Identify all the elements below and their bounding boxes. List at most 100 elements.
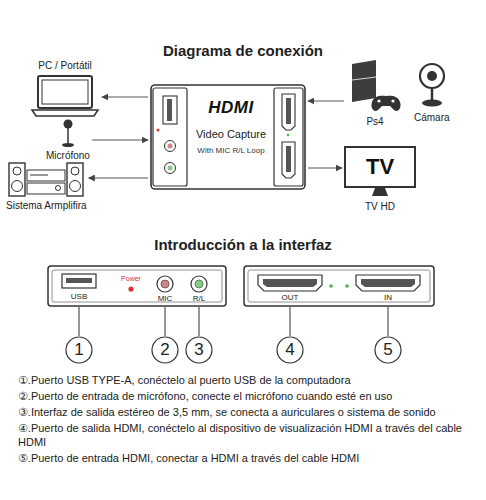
capture-device-body-part xyxy=(282,142,295,178)
capture-device-body-part xyxy=(282,94,295,130)
amp-icon xyxy=(8,160,84,198)
callout-circles xyxy=(66,337,401,363)
connector-arrow xyxy=(102,97,148,98)
capture-device-body-part xyxy=(286,98,291,124)
connector-arrow xyxy=(308,168,342,169)
callout-number: 1 xyxy=(74,340,83,360)
usb-tongue xyxy=(66,278,92,283)
led-label: Power xyxy=(121,275,141,283)
tv-stand-part xyxy=(372,188,388,196)
ps4-icon-part xyxy=(377,99,380,102)
callout-number: 2 xyxy=(160,340,169,360)
capture-device-body-part xyxy=(151,85,305,189)
port-label: USB xyxy=(71,292,87,302)
amp-icon-part xyxy=(71,167,79,175)
device-label: PC / Portátil xyxy=(38,60,91,72)
node-box: HDMIVideo CaptureWith MIC R/L Loop xyxy=(150,84,306,190)
amp-icon-part xyxy=(27,170,65,181)
callout-circle xyxy=(186,337,212,363)
amp-icon-part xyxy=(56,186,61,191)
node-box: Cámara xyxy=(414,62,450,126)
callout-number: 4 xyxy=(285,340,294,360)
ps4-icon-part xyxy=(391,99,394,102)
laptop-icon-part xyxy=(32,110,98,116)
port-label: MIC xyxy=(158,294,173,304)
leader-line xyxy=(165,307,166,336)
capture-device-body-part xyxy=(153,88,187,186)
camera-icon-part xyxy=(431,88,434,100)
hdmi-in-tongue xyxy=(361,279,415,287)
hdmi-out-port xyxy=(258,275,322,291)
device-label: Cámara xyxy=(414,112,450,124)
capture-device-body-part xyxy=(165,141,176,152)
usb-port xyxy=(62,274,96,288)
mic-icon xyxy=(59,118,77,148)
callout-circle xyxy=(375,337,401,363)
ps4-icon xyxy=(346,58,404,114)
device-title: Video Capture xyxy=(196,128,266,141)
connector-arrow xyxy=(308,101,344,102)
port-label: R/L xyxy=(193,294,205,304)
tv-screen: TV xyxy=(344,146,416,188)
amp-icon-part xyxy=(70,181,81,192)
capture-device-body-part xyxy=(165,163,176,174)
node-box: Micrófono xyxy=(46,118,90,164)
callout-number: 3 xyxy=(194,340,203,360)
ps4-icon-part xyxy=(352,77,376,80)
description-text: ⑤.Puerto de entrada HDMI, conectar a HDM… xyxy=(18,451,470,466)
camera-icon xyxy=(416,62,448,110)
mic-icon-part xyxy=(62,143,74,147)
rl-jack xyxy=(191,276,207,292)
capture-device-body-part xyxy=(287,134,290,137)
port-label: IN xyxy=(384,293,392,303)
callout-circle xyxy=(152,337,178,363)
amp-icon-part xyxy=(13,167,21,175)
capture-device-body-part xyxy=(274,88,303,186)
leader-line xyxy=(388,307,389,336)
mic-icon-part xyxy=(63,120,72,129)
leader-line xyxy=(79,307,80,336)
description-text: ③.Interfaz de salida estéreo de 3,5 mm, … xyxy=(18,405,470,420)
mic-jack xyxy=(157,276,173,292)
capture-device-body-part xyxy=(167,99,172,121)
leader-line xyxy=(290,307,291,336)
amp-icon-part xyxy=(12,181,23,192)
laptop-icon-part xyxy=(42,80,88,104)
leader-line xyxy=(199,307,200,336)
panel-outline xyxy=(48,266,226,306)
section-title: Introducción a la interfaz xyxy=(154,236,332,254)
amp-icon-part xyxy=(67,163,83,196)
tv-stand xyxy=(344,188,416,198)
device-label: TV HD xyxy=(365,201,395,213)
leader-lines xyxy=(79,307,388,336)
device-label: Sistema Armplifira xyxy=(6,200,87,212)
amp-icon-part xyxy=(27,183,65,194)
device-subtitle: With MIC R/L Loop xyxy=(197,146,264,156)
panel-inner xyxy=(248,270,430,302)
description-text: ①.Puerto USB TYPE-A, conéctelo al puerto… xyxy=(18,373,470,388)
device-face: HDMIVideo CaptureWith MIC R/L Loop xyxy=(188,98,274,155)
camera-icon-part xyxy=(422,100,442,107)
port-label: OUT xyxy=(282,293,299,303)
node-box: PC / Portátil xyxy=(30,58,100,118)
left-panel xyxy=(48,266,226,306)
device-label: Micrófono xyxy=(46,150,90,162)
power-led xyxy=(128,286,133,291)
mic-jack-core xyxy=(161,280,169,288)
callout-circle xyxy=(66,337,92,363)
capture-device-body-part xyxy=(286,146,291,172)
mic-icon-part xyxy=(67,128,69,144)
ps4-icon-part xyxy=(371,96,400,111)
connector-arrow xyxy=(92,140,148,141)
panel-outline xyxy=(244,266,434,306)
capture-device-body-part xyxy=(163,96,177,124)
rl-jack-core xyxy=(195,280,203,288)
hdmi-in-port xyxy=(356,275,420,291)
camera-icon-part xyxy=(420,64,444,88)
node-box: TV TV HD xyxy=(344,146,416,213)
amp-icon-part xyxy=(9,163,25,196)
callout-number: 5 xyxy=(383,340,392,360)
connector-arrow xyxy=(89,178,148,179)
laptop-icon xyxy=(30,74,100,118)
laptop-icon-part xyxy=(38,76,92,108)
